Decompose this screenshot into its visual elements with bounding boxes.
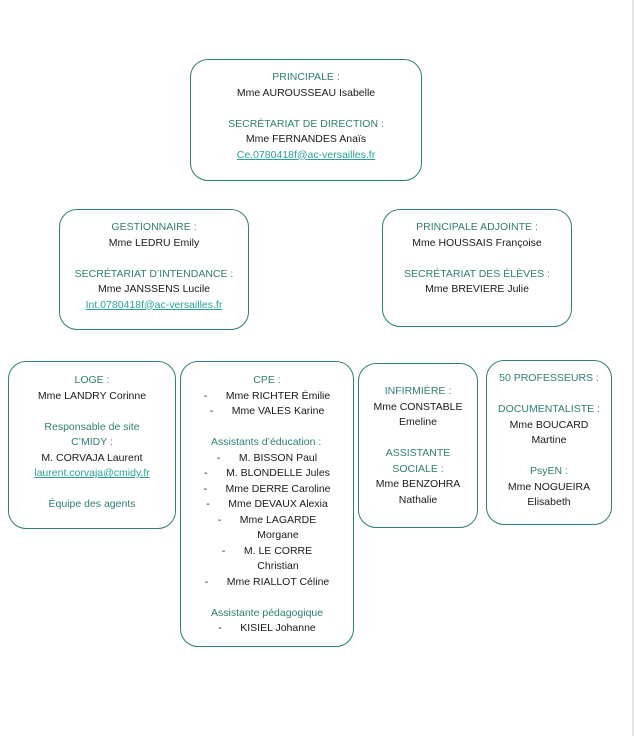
assistant-item: Christian	[257, 560, 299, 572]
assistant-item: -Mme RIALLOT Céline	[204, 575, 330, 588]
assistant-item: -M. BLONDELLE Jules	[204, 467, 330, 479]
social-assistant-name-line2: Nathalie	[398, 493, 438, 506]
adjointe-name: Mme HOUSSAIS Françoise	[412, 236, 542, 249]
intendance-email-link[interactable]: Int.0780418f@ac-versailles.fr	[85, 298, 223, 311]
box-cpe: CPE : -Mme RICHTER Émilie -Mme VALES Kar…	[180, 361, 354, 647]
box-principale: PRINCIPALE : Mme AUROUSSEAU Isabelle SEC…	[190, 59, 422, 181]
site-responsible-email-link[interactable]: laurent.corvaja@cmidy.fr	[34, 467, 150, 479]
cpe-title: CPE :	[253, 374, 281, 386]
intendance-secretariat-name: Mme JANSSENS Lucile	[97, 283, 211, 295]
assistant-item: -Mme DEVAUX Alexia	[206, 498, 328, 510]
principal-name: Mme AUROUSSEAU Isabelle	[236, 86, 376, 99]
agents-team-label: Équipe des agents	[48, 498, 136, 510]
box-loge: LOGE : Mme LANDRY Corinne Responsable de…	[8, 361, 176, 529]
eleves-secretariat-name: Mme BREVIERE Julie	[425, 283, 529, 295]
adjointe-title: PRINCIPALE ADJOINTE :	[416, 221, 538, 233]
loge-name: Mme LANDRY Corinne	[37, 389, 147, 402]
gestionnaire-name: Mme LEDRU Emily	[108, 236, 200, 249]
direction-secretariat-name: Mme FERNANDES Anaïs	[245, 133, 367, 145]
pedago-assistant-title: Assistante pédagogique	[211, 606, 324, 619]
cpe-member: -Mme RICHTER Émilie	[203, 389, 331, 402]
documentaliste-name: Mme BOUCARD	[509, 418, 589, 431]
site-responsible-title-line2: C’MIDY :	[71, 436, 113, 448]
psyen-title: PsyEN :	[530, 465, 568, 477]
professeurs-title: 50 PROFESSEURS :	[499, 372, 599, 384]
infirmiere-title: INFIRMIÈRE :	[384, 385, 452, 397]
social-assistant-title-line2: SOCIALE :	[392, 462, 444, 475]
box-professeurs: 50 PROFESSEURS : DOCUMENTALISTE : Mme BO…	[486, 360, 612, 525]
box-gestionnaire: GESTIONNAIRE : Mme LEDRU Emily SECRÉTARI…	[59, 209, 249, 330]
box-infirmiere: INFIRMIÈRE : Mme CONSTABLE Emeline ASSIS…	[358, 363, 478, 528]
psyen-name: Mme NOGUEIRA	[507, 480, 591, 493]
psyen-name-line2: Elisabeth	[527, 496, 571, 508]
intendance-secretariat-title: SECRÉTARIAT D’INTENDANCE :	[74, 267, 234, 280]
infirmiere-name: Mme CONSTABLE	[373, 400, 463, 413]
infirmiere-name-line2: Emeline	[399, 416, 437, 428]
assistant-item: -M. LE CORRE	[221, 544, 313, 557]
direction-email-link[interactable]: Ce.0780418f@ac-versailles.fr	[236, 148, 376, 161]
eleves-secretariat-title: SECRÉTARIAT DES ÉLÈVES :	[404, 267, 550, 280]
assistants-education-title: Assistants d’éducation :	[211, 436, 322, 448]
documentaliste-name-line2: Martine	[531, 434, 567, 446]
cpe-member: -Mme VALES Karine	[209, 405, 325, 417]
assistant-item: -M. BISSON Paul	[216, 451, 318, 464]
site-responsible-name: M. CORVAJA Laurent	[41, 451, 143, 464]
assistant-item: -Mme DERRE Caroline	[203, 482, 331, 495]
principal-title: PRINCIPALE :	[272, 71, 340, 83]
documentaliste-title: DOCUMENTALISTE :	[498, 403, 600, 415]
box-principale-adjointe: PRINCIPALE ADJOINTE : Mme HOUSSAIS Franç…	[382, 209, 572, 327]
direction-secretariat-title: SECRÉTARIAT DE DIRECTION :	[228, 117, 384, 130]
site-responsible-title: Responsable de site	[44, 420, 140, 433]
loge-title: LOGE :	[74, 374, 110, 386]
assistant-item: Morgane	[257, 529, 299, 541]
pedago-assistant-item: -KISIEL Johanne	[218, 622, 316, 634]
social-assistant-title: ASSISTANTE	[385, 447, 451, 459]
social-assistant-name: Mme BENZOHRA	[375, 478, 461, 490]
gestionnaire-title: GESTIONNAIRE :	[111, 221, 197, 233]
assistant-item: -Mme LAGARDE	[217, 513, 317, 526]
page-edge	[632, 0, 634, 736]
